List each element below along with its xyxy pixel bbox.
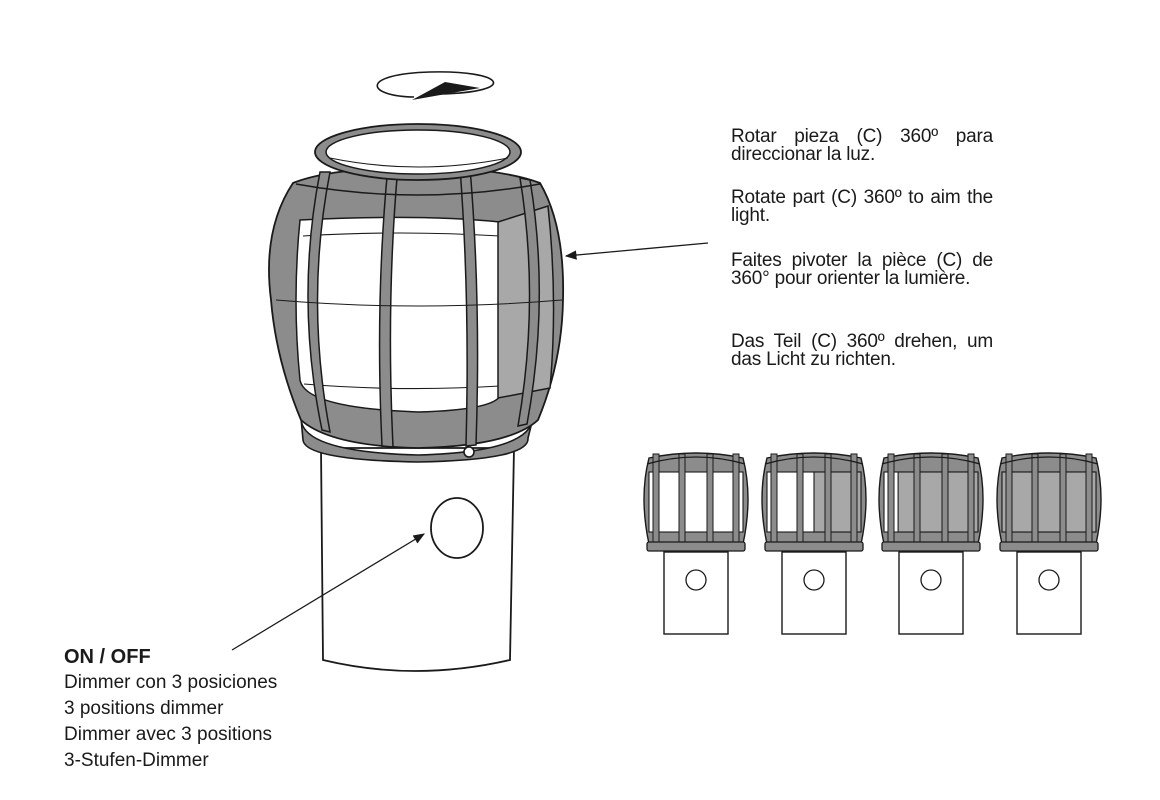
position-bar-4-3 xyxy=(1059,453,1067,547)
position-glass-1 xyxy=(648,471,744,533)
position-switch-4 xyxy=(1038,569,1060,591)
position-base-4 xyxy=(1016,551,1082,635)
position-switch-3 xyxy=(920,569,942,591)
switch-label-title: ON / OFF xyxy=(64,646,151,668)
position-bar-1-3 xyxy=(706,453,714,547)
position-base-1 xyxy=(663,551,729,635)
position-base-2 xyxy=(781,551,847,635)
instruction-de: Das Teil (C) 360º drehen, um das Licht z… xyxy=(731,331,993,370)
switch-label-line-de: 3-Stufen-Dimmer xyxy=(64,750,209,771)
position-switch-1 xyxy=(685,569,707,591)
rotation-positions xyxy=(643,452,1102,635)
collar-screw xyxy=(463,446,475,458)
position-collar-4 xyxy=(999,541,1099,552)
instruction-es: Rotar pieza (C) 360º para direccionar la… xyxy=(731,126,993,165)
position-bar-4-1 xyxy=(1005,453,1013,547)
position-bar-1-2 xyxy=(678,453,686,547)
rotation-arrow-icon xyxy=(376,71,495,100)
instruction-en: Rotate part (C) 360º to aim the light. xyxy=(731,187,993,226)
position-bar-3-2 xyxy=(913,453,921,547)
lamp-collar xyxy=(300,417,534,463)
position-shade-3 xyxy=(897,471,979,533)
switch-leader-line xyxy=(231,533,426,651)
position-bar-1-4 xyxy=(732,453,740,547)
position-collar-2 xyxy=(764,541,864,552)
position-bar-2-1 xyxy=(770,453,778,547)
position-collar-3 xyxy=(881,541,981,552)
switch-label: ON / OFF Dimmer con 3 posiciones 3 posit… xyxy=(64,644,277,774)
main-lamp xyxy=(268,123,565,672)
position-base-3 xyxy=(898,551,964,635)
position-bar-2-4 xyxy=(850,453,858,547)
position-shade-4 xyxy=(1001,471,1097,533)
position-bar-3-4 xyxy=(967,453,975,547)
position-bar-3-3 xyxy=(941,453,949,547)
position-lamp-2 xyxy=(761,452,867,635)
position-collar-1 xyxy=(646,541,746,552)
glass-window xyxy=(295,216,501,413)
position-bar-3-1 xyxy=(887,453,895,547)
instruction-fr: Faites pivoter la pièce (C) de 360° pour… xyxy=(731,250,993,289)
position-bar-2-3 xyxy=(824,453,832,547)
position-bar-2-2 xyxy=(796,453,804,547)
position-bar-4-2 xyxy=(1031,453,1039,547)
position-lamp-1 xyxy=(643,452,749,635)
switch-label-line-fr: Dimmer avec 3 positions xyxy=(64,724,273,745)
shade-leader-line xyxy=(564,242,709,260)
position-switch-2 xyxy=(803,569,825,591)
switch-label-line-en: 3 positions dimmer xyxy=(64,698,224,719)
dimmer-switch-button xyxy=(430,497,484,559)
rotating-shade-panel xyxy=(497,205,555,399)
position-lamp-3 xyxy=(878,452,984,635)
switch-label-line-es: Dimmer con 3 posiciones xyxy=(64,672,278,693)
lamp-base xyxy=(320,447,515,672)
position-bar-1-1 xyxy=(652,453,660,547)
position-bar-4-4 xyxy=(1085,453,1093,547)
position-lamp-4 xyxy=(996,452,1102,635)
